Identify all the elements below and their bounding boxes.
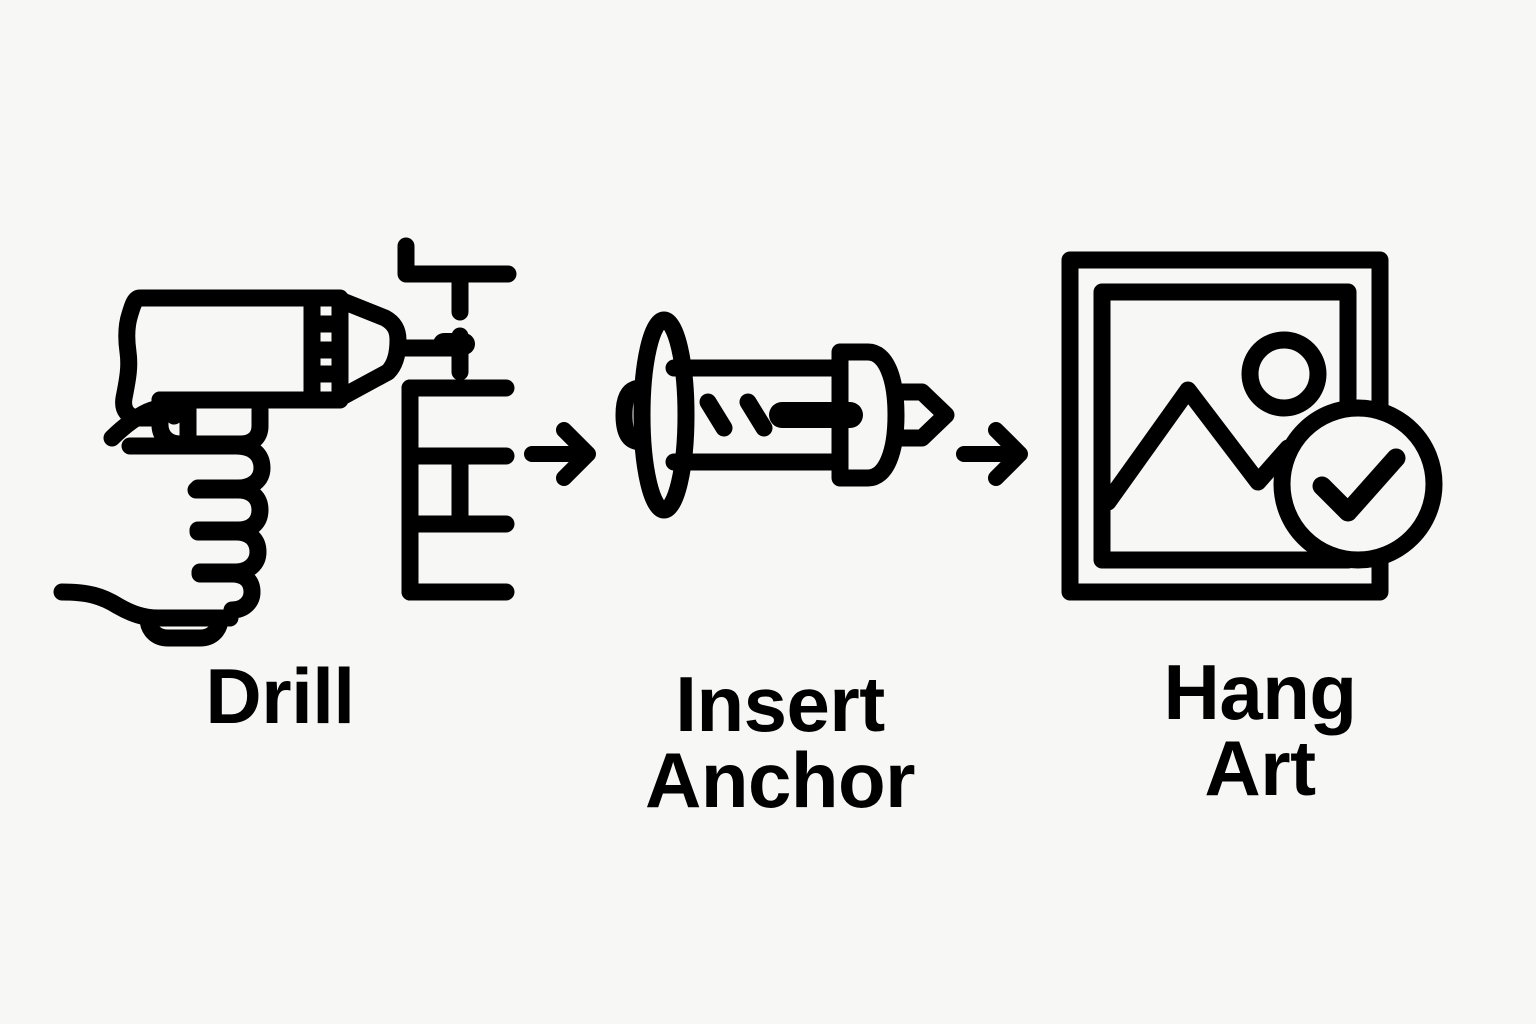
arrow-right-icon [524, 418, 602, 490]
wall-anchor-icon [600, 240, 960, 630]
step-drill-label: Drill [205, 652, 355, 740]
hand-holding-power-drill-against-brick-wall-icon [40, 237, 520, 647]
step-anchor[interactable]: Insert Anchor [600, 240, 960, 819]
arrow-right-icon [956, 418, 1034, 490]
step-anchor-label: Insert Anchor [645, 660, 916, 825]
step-drill[interactable]: Drill [40, 237, 520, 740]
step-hang-label: Hang Art [1163, 648, 1358, 813]
step-hang[interactable]: Hang Art [1040, 240, 1480, 807]
framed-picture-with-check-badge-icon [1040, 240, 1480, 630]
